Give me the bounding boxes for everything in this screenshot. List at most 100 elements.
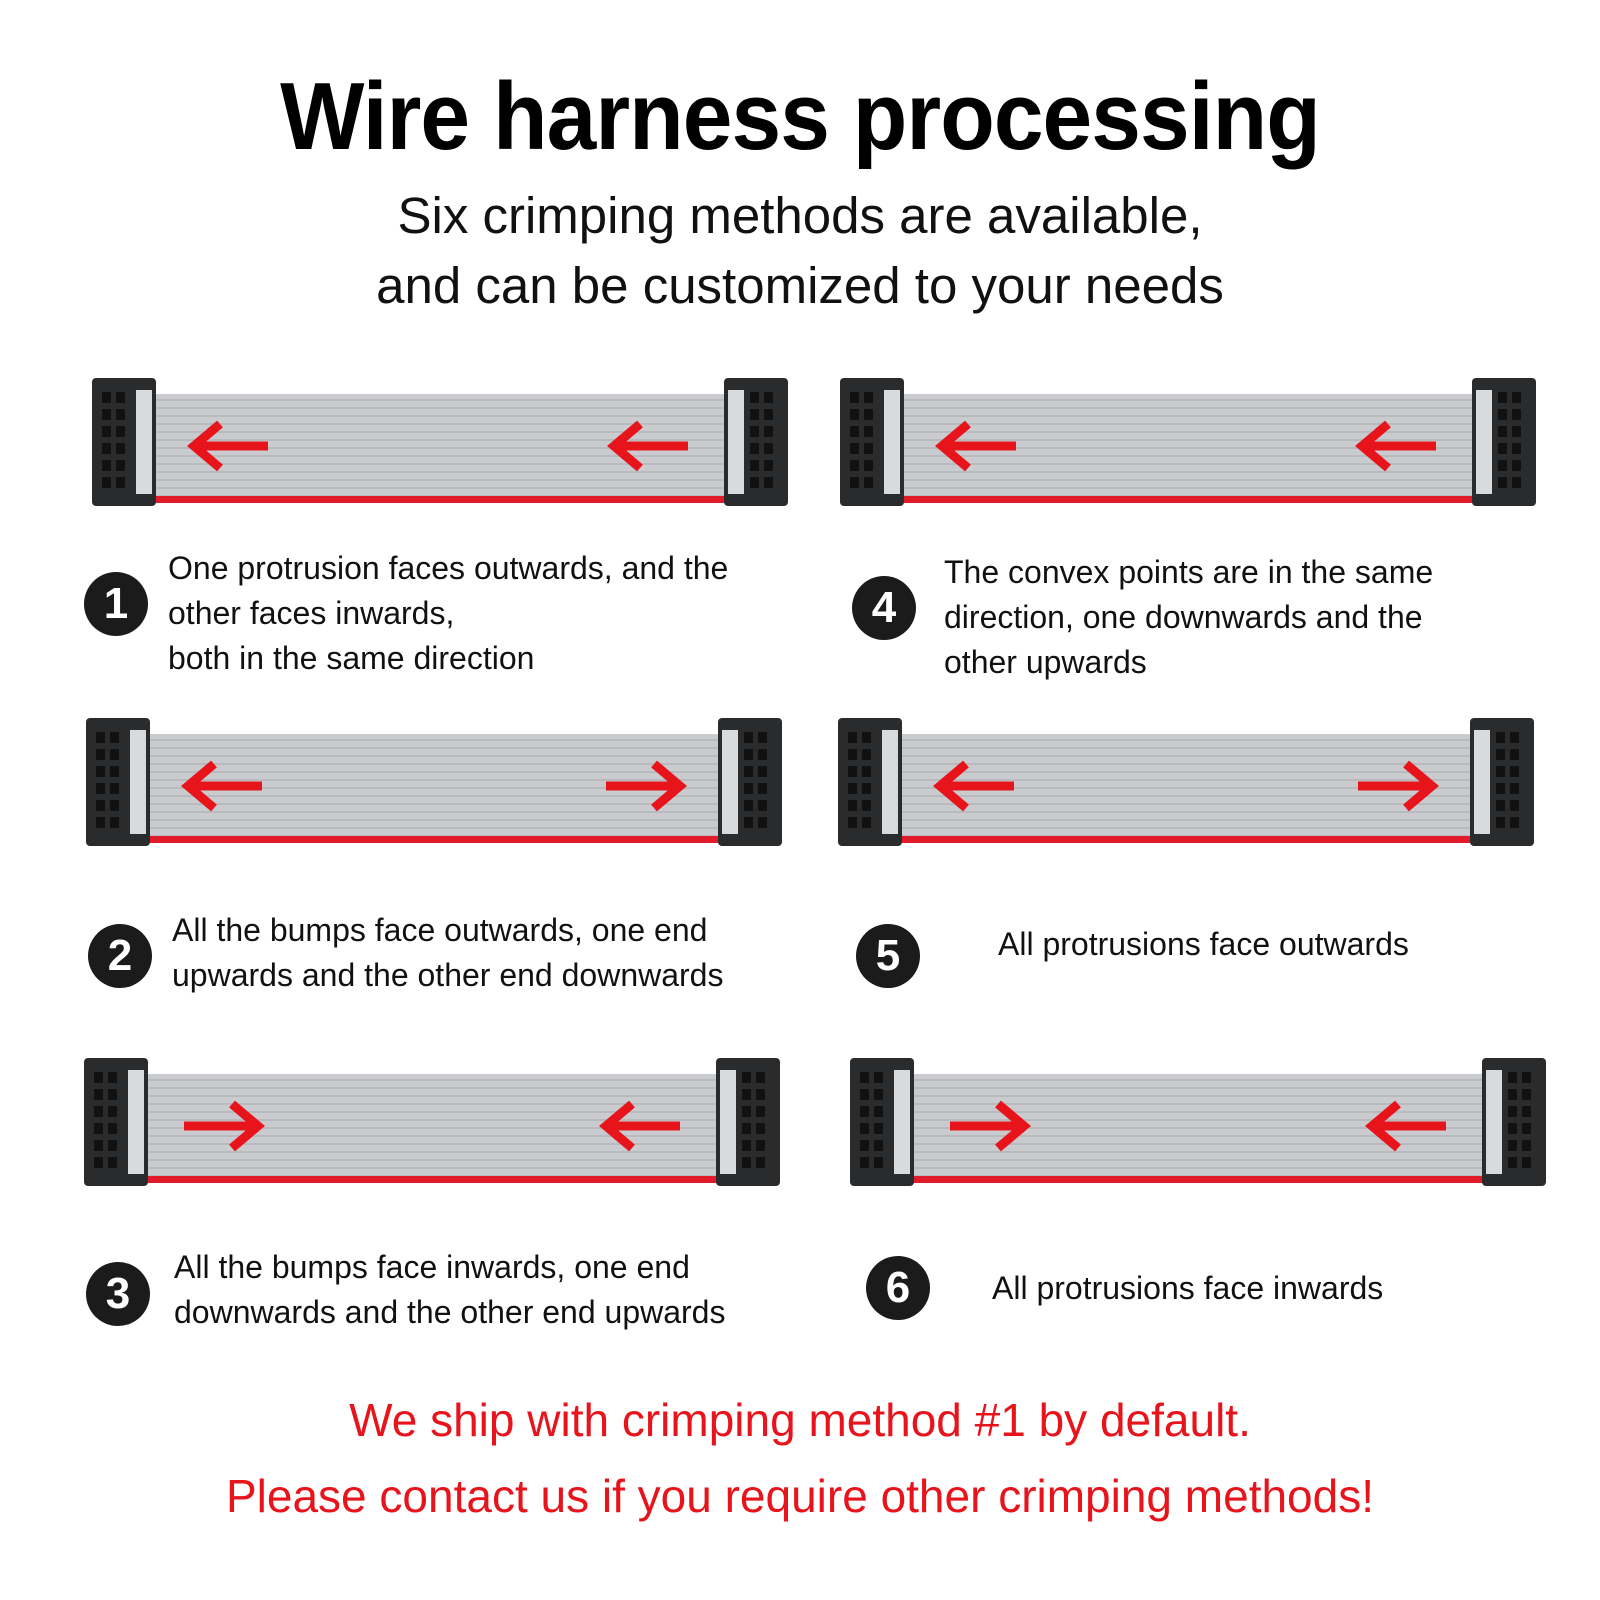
connector-pin-hole — [108, 1089, 117, 1100]
arrow-head — [995, 1100, 1031, 1152]
right-connector — [1472, 378, 1536, 506]
connector-pin-hole — [864, 409, 873, 420]
connector-pin-hole — [1510, 783, 1519, 794]
direction-arrow-right — [606, 760, 687, 812]
arrow-head — [607, 420, 643, 472]
connector-pin-hole — [758, 817, 767, 828]
connector-pin-hole — [742, 1089, 751, 1100]
connector-pin-hole — [1496, 783, 1505, 794]
cable-image-method-1 — [92, 378, 788, 506]
method-description: All the bumps face inwards, one end down… — [174, 1245, 725, 1335]
connector-pin-hole — [758, 783, 767, 794]
description-line: both in the same direction — [168, 640, 535, 676]
connector-pin-hole — [1498, 426, 1507, 437]
connector-pin-hole — [1510, 749, 1519, 760]
connector-pin-hole — [758, 732, 767, 743]
cable-image-method-6 — [850, 1058, 1546, 1186]
connector-pin-hole — [1522, 1140, 1531, 1151]
arrow-head — [181, 760, 217, 812]
default-method-notice: We ship with crimping method #1 by defau… — [349, 1394, 1251, 1446]
description-line: One protrusion faces outwards, and the — [168, 550, 729, 586]
connector-wires — [722, 730, 738, 834]
red-stripe — [130, 496, 750, 503]
connector-pin-hole — [848, 749, 857, 760]
connector-pin-hole — [110, 749, 119, 760]
connector-pin-hole — [1510, 732, 1519, 743]
connector-pin-hole — [102, 477, 111, 488]
connector-pin-hole — [744, 766, 753, 777]
connector-pin-hole — [96, 817, 105, 828]
direction-arrow-left — [933, 760, 1014, 812]
direction-arrow-left — [1355, 420, 1436, 472]
connector-pin-hole — [874, 1123, 883, 1134]
left-connector — [838, 718, 902, 846]
connector-pin-hole — [756, 1089, 765, 1100]
direction-arrow-left — [599, 1100, 680, 1152]
connector-pin-hole — [116, 392, 125, 403]
description-line: All the bumps face outwards, one end — [172, 912, 708, 948]
arrow-head — [933, 760, 969, 812]
connector-pin-hole — [862, 800, 871, 811]
right-connector — [716, 1058, 780, 1186]
connector-pin-hole — [1508, 1089, 1517, 1100]
connector-pin-hole — [110, 732, 119, 743]
direction-arrow-right — [184, 1100, 265, 1152]
connector-pin-hole — [116, 409, 125, 420]
connector-pin-hole — [1522, 1072, 1531, 1083]
method-description: The convex points are in the same direct… — [944, 550, 1433, 685]
connector-pin-hole — [94, 1072, 103, 1083]
connector-pin-hole — [874, 1140, 883, 1151]
connector-pin-hole — [102, 443, 111, 454]
connector-pin-hole — [850, 426, 859, 437]
connector-pin-hole — [1498, 460, 1507, 471]
arrow-head — [229, 1100, 265, 1152]
cable-image-method-4 — [840, 378, 1536, 506]
method-number-badge: 1 — [84, 572, 148, 636]
left-connector — [84, 1058, 148, 1186]
connector-pin-hole — [764, 392, 773, 403]
connector-pin-hole — [862, 732, 871, 743]
connector-pin-hole — [108, 1123, 117, 1134]
connector-pin-hole — [742, 1140, 751, 1151]
subtitle-line-1: Six crimping methods are available, — [397, 187, 1203, 244]
connector-pin-hole — [96, 732, 105, 743]
connector-pin-hole — [96, 749, 105, 760]
connector-pin-hole — [1512, 392, 1521, 403]
connector-pin-hole — [742, 1157, 751, 1168]
connector-pin-hole — [764, 460, 773, 471]
red-stripe — [878, 496, 1498, 503]
connector-pin-hole — [756, 1157, 765, 1168]
connector-pin-hole — [860, 1140, 869, 1151]
description-line: downwards and the other end upwards — [174, 1294, 726, 1330]
connector-pin-hole — [874, 1089, 883, 1100]
connector-pin-hole — [750, 409, 759, 420]
description-line: All protrusions face inwards — [992, 1270, 1384, 1306]
connector-pin-hole — [874, 1157, 883, 1168]
connector-pin-hole — [864, 477, 873, 488]
connector-pin-hole — [742, 1072, 751, 1083]
right-connector — [1470, 718, 1534, 846]
right-connector — [718, 718, 782, 846]
description-line: other faces inwards, — [168, 595, 455, 631]
connector-pin-hole — [860, 1106, 869, 1117]
description-line: All protrusions face outwards — [998, 926, 1409, 962]
method-number-badge: 6 — [866, 1256, 930, 1320]
red-stripe — [122, 1176, 742, 1183]
connector-wires — [136, 390, 152, 494]
connector-pin-hole — [864, 460, 873, 471]
connector-pin-hole — [756, 1072, 765, 1083]
connector-pin-hole — [110, 800, 119, 811]
connector-pin-hole — [756, 1123, 765, 1134]
connector-pin-hole — [764, 409, 773, 420]
connector-wires — [728, 390, 744, 494]
cable-image-method-3 — [84, 1058, 780, 1186]
connector-wires — [1474, 730, 1490, 834]
connector-pin-hole — [1512, 443, 1521, 454]
description-line: upwards and the other end downwards — [172, 957, 724, 993]
method-number-badge: 4 — [852, 576, 916, 640]
direction-arrow-left — [1365, 1100, 1446, 1152]
connector-pin-hole — [94, 1106, 103, 1117]
connector-pin-hole — [850, 443, 859, 454]
connector-wires — [720, 1070, 736, 1174]
connector-pin-hole — [94, 1089, 103, 1100]
